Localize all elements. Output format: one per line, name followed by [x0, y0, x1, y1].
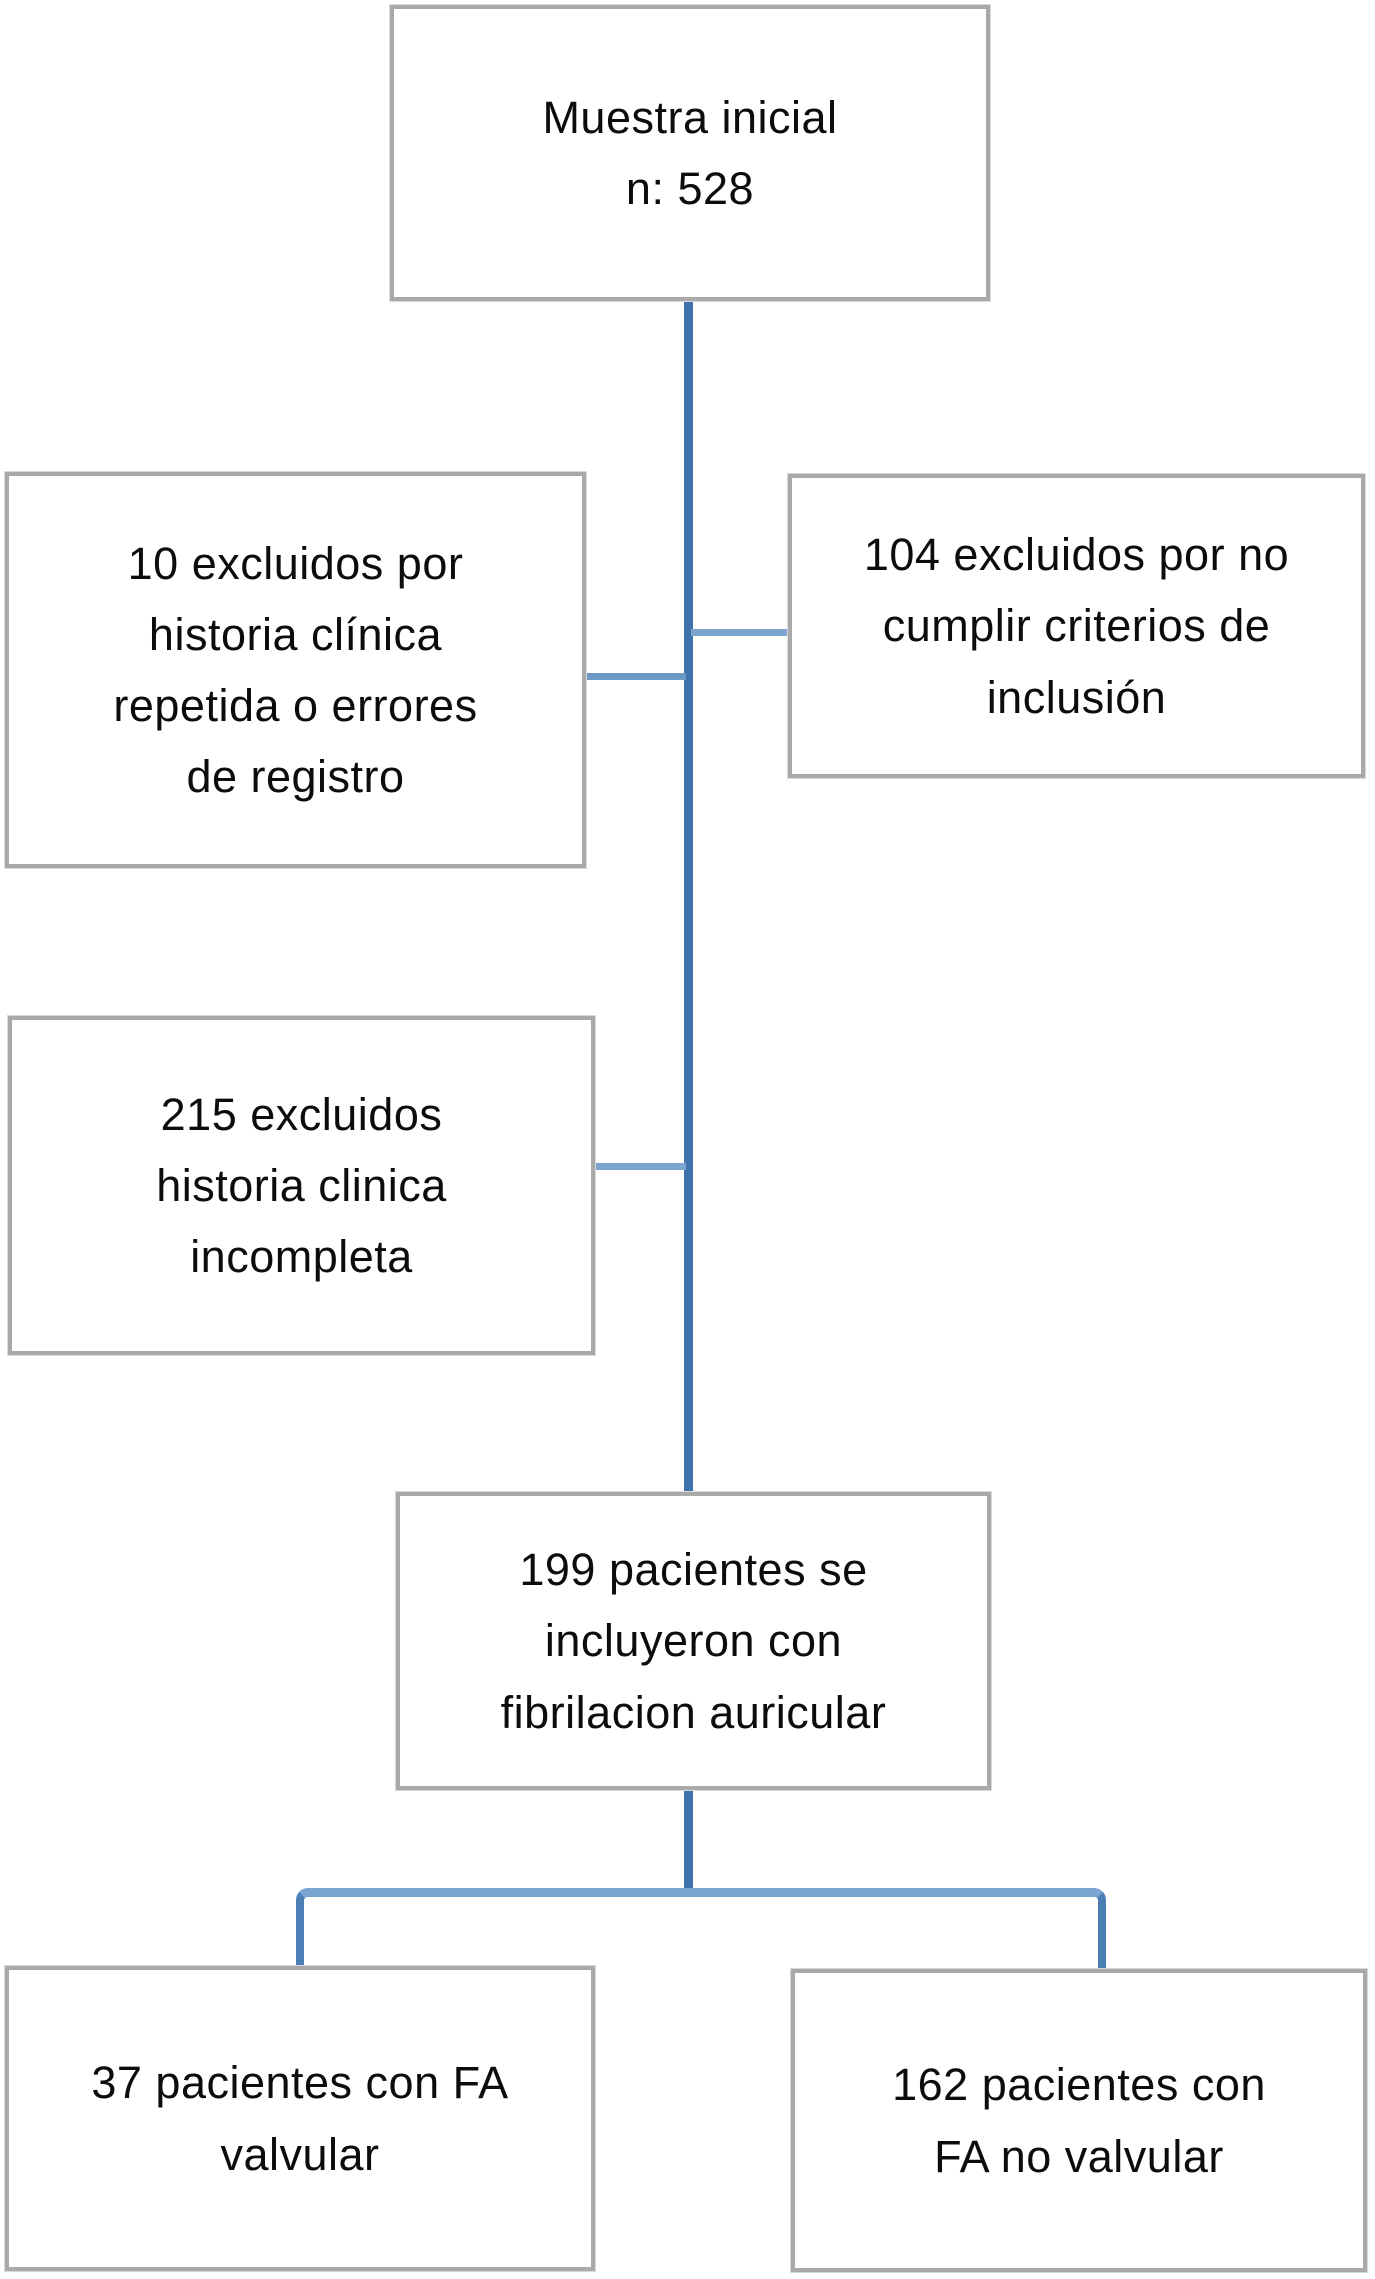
excluded-incomplete-history-label: 215 excluidos historia clinica incomplet…: [156, 1088, 447, 1283]
connector-to-repeated-exclusion-line: [584, 673, 686, 680]
box-non-valvular-af-patients: 162 pacientes con FA no valvular: [791, 1969, 1367, 2272]
box-initial-sample: Muestra inicial n: 528: [390, 5, 990, 301]
box-valvular-af-patients: 37 pacientes con FA valvular: [5, 1966, 595, 2271]
connector-below-included-line: [684, 1790, 693, 1896]
connector-main-vertical-line: [684, 301, 693, 1493]
box-excluded-repeated-history: 10 excluidos por historia clínica repeti…: [5, 472, 586, 868]
connector-to-incomplete-exclusion-line: [593, 1163, 686, 1170]
included-patients-label: 199 pacientes se incluyeron con fibrilac…: [500, 1544, 887, 1738]
box-excluded-incomplete-history: 215 excluidos historia clinica incomplet…: [8, 1016, 595, 1355]
initial-sample-label: Muestra inicial n: 528: [542, 91, 838, 214]
excluded-inclusion-criteria-label: 104 excluidos por no cumplir criterios d…: [863, 529, 1290, 723]
branch-elbow-connector: [296, 1888, 1106, 1970]
box-included-patients: 199 pacientes se incluyeron con fibrilac…: [396, 1492, 991, 1790]
excluded-repeated-history-label: 10 excluidos por historia clínica repeti…: [113, 537, 478, 803]
valvular-af-patients-label: 37 pacientes con FA valvular: [91, 2057, 509, 2180]
connector-to-criteria-exclusion-line: [691, 629, 789, 636]
box-excluded-inclusion-criteria: 104 excluidos por no cumplir criterios d…: [788, 474, 1365, 778]
non-valvular-af-patients-label: 162 pacientes con FA no valvular: [892, 2059, 1266, 2182]
